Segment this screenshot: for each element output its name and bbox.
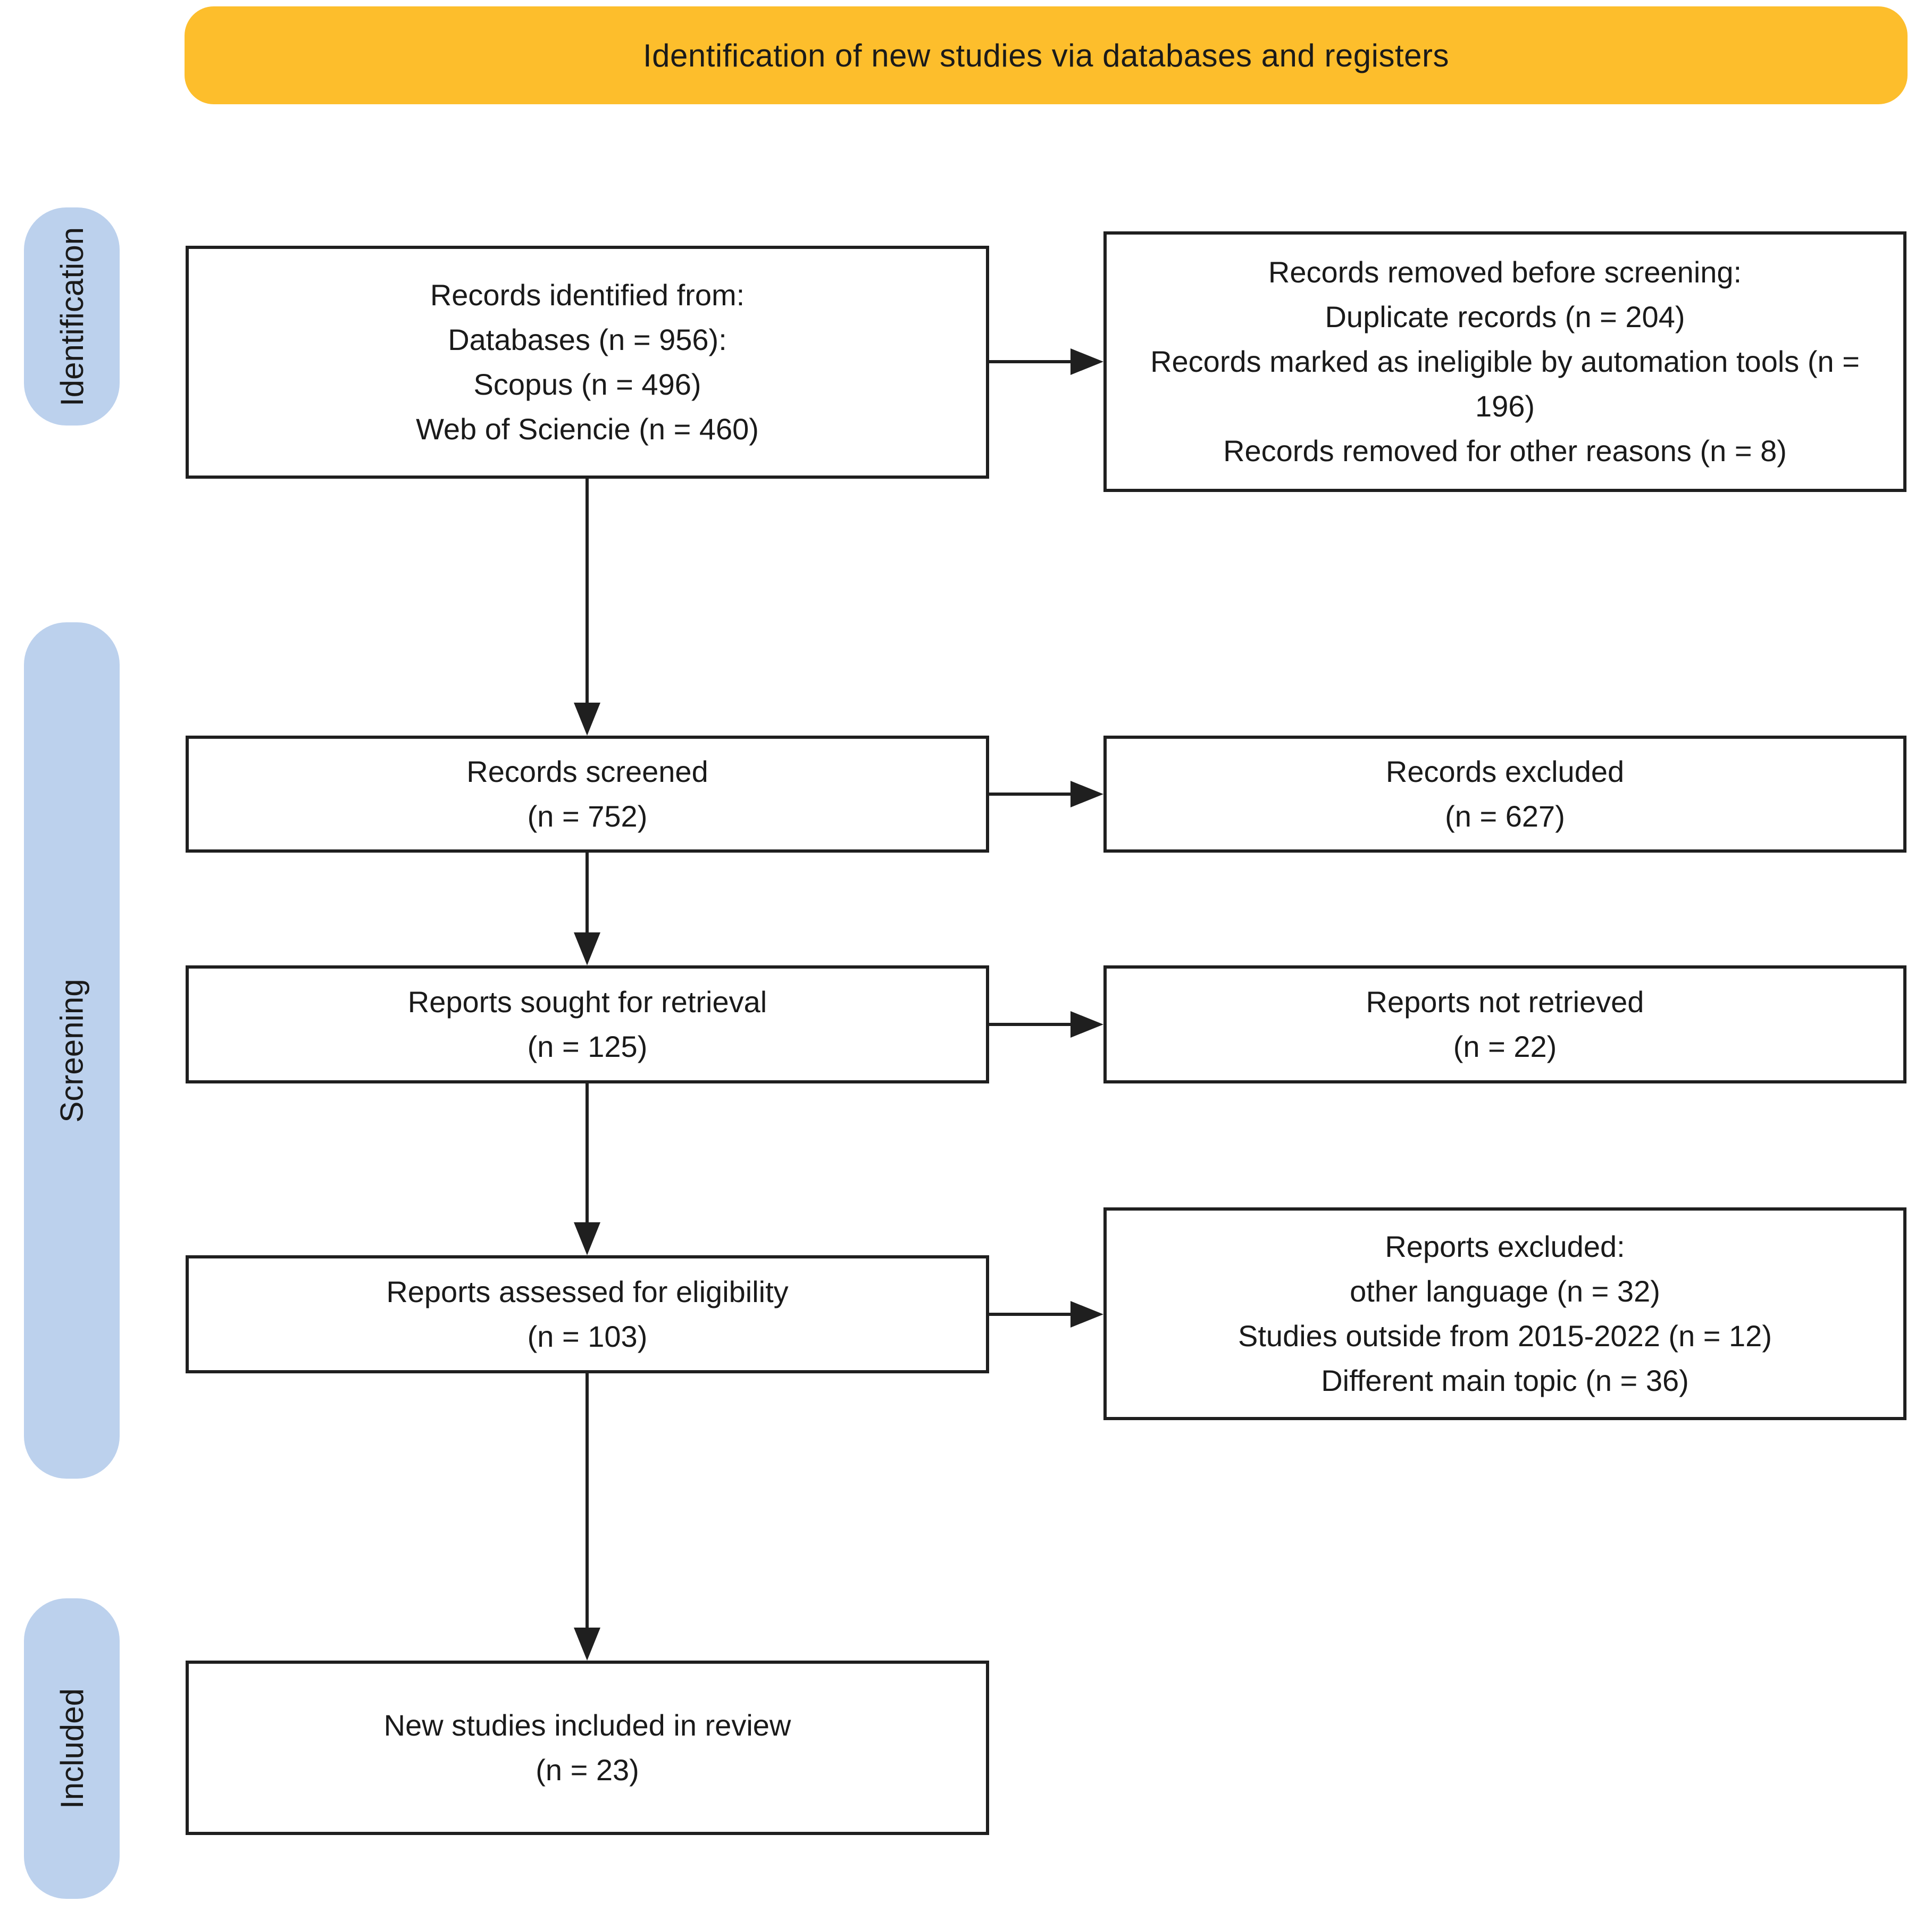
box-reports-assessed-for-eligibility: Reports assessed for eligibility (n = 10… bbox=[186, 1255, 989, 1373]
arrowhead-right-icon bbox=[1070, 348, 1103, 375]
box-line: (n = 23) bbox=[536, 1753, 639, 1787]
connector-identified-to-removed bbox=[989, 360, 1072, 363]
arrowhead-right-icon bbox=[1070, 1011, 1103, 1038]
box-line: Reports sought for retrieval bbox=[407, 985, 767, 1019]
arrowhead-right-icon bbox=[1070, 781, 1103, 807]
box-line: Records screened bbox=[466, 755, 708, 788]
box-line: Scopus (n = 496) bbox=[473, 368, 701, 401]
box-line: Reports excluded: bbox=[1385, 1230, 1625, 1263]
connector-identified-to-screened bbox=[586, 479, 589, 705]
box-records-screened: Records screened (n = 752) bbox=[186, 736, 989, 853]
box-new-studies-included: New studies included in review (n = 23) bbox=[186, 1661, 989, 1835]
connector-screened-to-excluded bbox=[989, 793, 1072, 796]
box-reports-excluded: Reports excluded: other language (n = 32… bbox=[1103, 1207, 1906, 1420]
box-records-removed-before-screening: Records removed before screening: Duplic… bbox=[1103, 231, 1906, 492]
stage-label-included: Included bbox=[54, 1688, 90, 1809]
stage-pill-identification: Identification bbox=[24, 207, 120, 426]
box-line: (n = 752) bbox=[527, 799, 648, 833]
arrowhead-down-icon bbox=[574, 932, 600, 965]
connector-sought-to-assessed bbox=[586, 1083, 589, 1223]
box-line: (n = 103) bbox=[527, 1320, 648, 1353]
arrowhead-down-icon bbox=[574, 703, 600, 736]
box-records-excluded: Records excluded (n = 627) bbox=[1103, 736, 1906, 853]
box-line: (n = 22) bbox=[1453, 1030, 1557, 1063]
connector-sought-to-notretrieved bbox=[989, 1023, 1072, 1026]
box-records-identified: Records identified from: Databases (n = … bbox=[186, 246, 989, 479]
stage-pill-included: Included bbox=[24, 1598, 120, 1899]
connector-assessed-to-included bbox=[586, 1373, 589, 1629]
connector-screened-to-sought bbox=[586, 853, 589, 935]
box-line: Records marked as ineligible by automati… bbox=[1150, 345, 1860, 423]
arrowhead-down-icon bbox=[574, 1222, 600, 1255]
banner-title: Identification of new studies via databa… bbox=[642, 37, 1450, 73]
stage-pill-screening: Screening bbox=[24, 622, 120, 1479]
box-line: Records removed for other reasons (n = 8… bbox=[1223, 434, 1787, 468]
box-line: Duplicate records (n = 204) bbox=[1325, 300, 1685, 333]
box-reports-not-retrieved: Reports not retrieved (n = 22) bbox=[1103, 965, 1906, 1083]
box-line: (n = 125) bbox=[527, 1030, 648, 1063]
connector-assessed-to-reportsexcluded bbox=[989, 1313, 1072, 1316]
box-line: Records removed before screening: bbox=[1268, 255, 1742, 289]
box-line: (n = 627) bbox=[1445, 799, 1565, 833]
arrowhead-right-icon bbox=[1070, 1301, 1103, 1328]
box-line: Different main topic (n = 36) bbox=[1321, 1364, 1689, 1397]
box-line: Reports not retrieved bbox=[1366, 985, 1644, 1019]
box-reports-sought-for-retrieval: Reports sought for retrieval (n = 125) bbox=[186, 965, 989, 1083]
box-line: Records identified from: bbox=[430, 278, 745, 312]
banner-identification-of-new-studies: Identification of new studies via databa… bbox=[185, 6, 1908, 104]
box-line: New studies included in review bbox=[383, 1708, 791, 1742]
stage-label-screening: Screening bbox=[54, 978, 90, 1123]
box-line: Databases (n = 956): bbox=[448, 323, 727, 356]
box-line: Studies outside from 2015-2022 (n = 12) bbox=[1238, 1319, 1772, 1353]
box-line: Reports assessed for eligibility bbox=[386, 1275, 789, 1308]
box-line: Records excluded bbox=[1385, 755, 1625, 788]
box-line: other language (n = 32) bbox=[1350, 1274, 1660, 1308]
arrowhead-down-icon bbox=[574, 1628, 600, 1661]
stage-label-identification: Identification bbox=[54, 227, 90, 406]
box-line: Web of Sciencie (n = 460) bbox=[416, 412, 759, 446]
